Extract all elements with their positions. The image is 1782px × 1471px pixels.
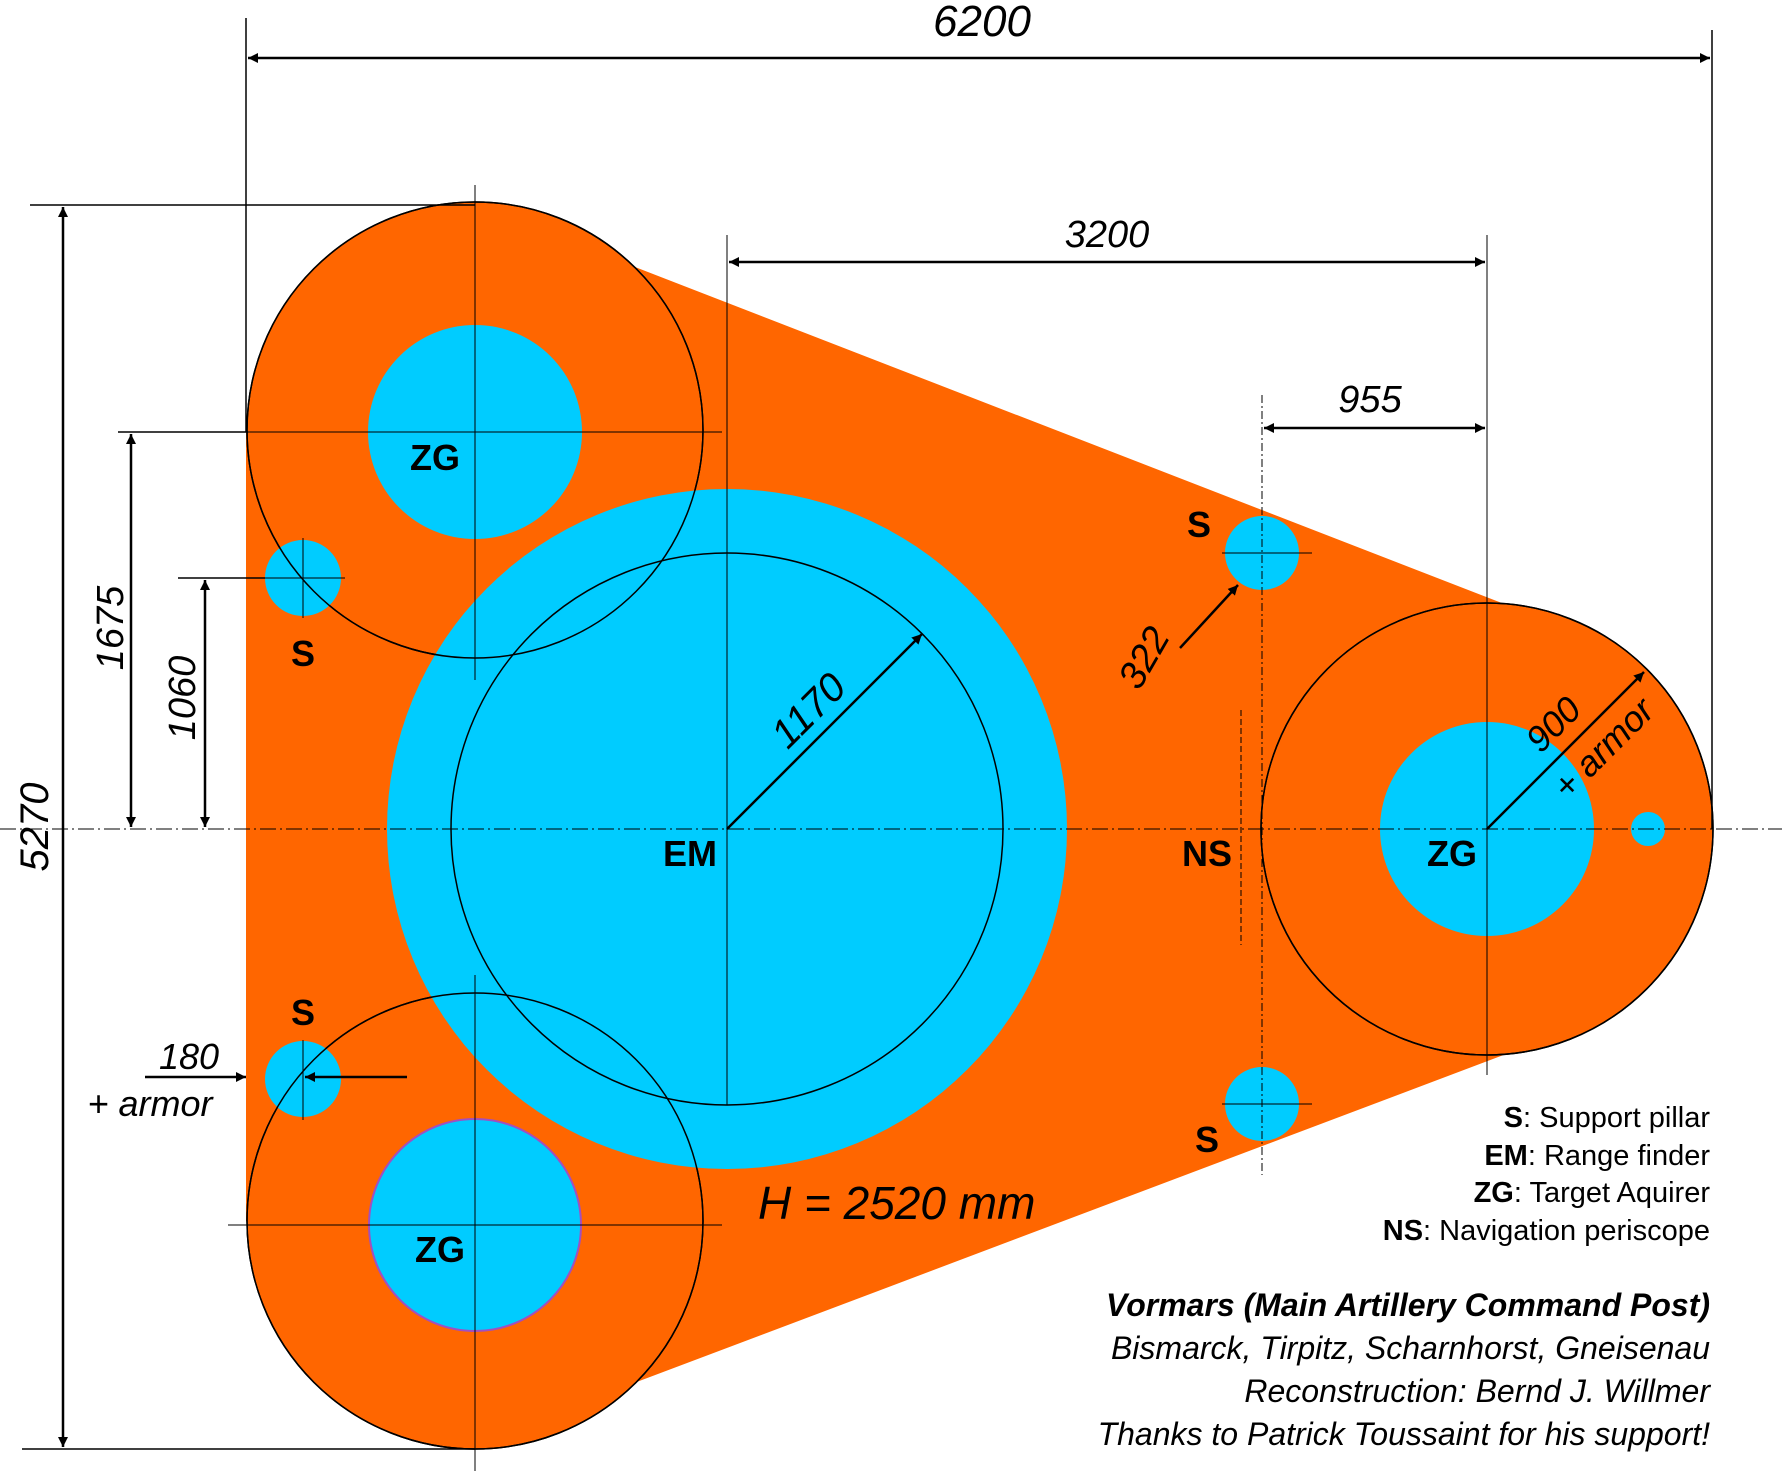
caption-ships: Bismarck, Tirpitz, Scharnhorst, Gneisena… bbox=[1111, 1330, 1710, 1366]
dim-5270-label: 5270 bbox=[13, 783, 57, 872]
dim-180-label-line2: + armor bbox=[87, 1083, 214, 1124]
caption-thanks: Thanks to Patrick Toussaint for his supp… bbox=[1098, 1416, 1711, 1452]
dim-180-label-line1: 180 bbox=[159, 1036, 219, 1077]
label-em: EM bbox=[663, 833, 717, 874]
label-s-right-bottom: S bbox=[1195, 1119, 1219, 1160]
dim-1060-label: 1060 bbox=[162, 656, 204, 741]
label-zg-right: ZG bbox=[1427, 833, 1477, 874]
caption-credit: Reconstruction: Bernd J. Willmer bbox=[1244, 1373, 1711, 1409]
centerlines bbox=[0, 185, 1782, 1471]
legend-item-ns: NS: Navigation periscope bbox=[1383, 1215, 1710, 1247]
legend-item-zg: ZG: Target Aquirer bbox=[1474, 1177, 1711, 1209]
dim-3200-label: 3200 bbox=[1065, 214, 1150, 256]
legend-item-em: EM: Range finder bbox=[1484, 1140, 1710, 1172]
legend-item-s: S: Support pillar bbox=[1504, 1102, 1711, 1134]
dim-1170-radius bbox=[726, 633, 923, 830]
dim-1675-label: 1675 bbox=[90, 585, 132, 670]
dim-6200-label: 6200 bbox=[933, 0, 1031, 46]
height-label: H = 2520 mm bbox=[758, 1177, 1035, 1229]
dimension-lines bbox=[58, 53, 1710, 1447]
extension-lines bbox=[22, 18, 1713, 1450]
caption-title: Vormars (Main Artillery Command Post) bbox=[1106, 1287, 1710, 1323]
dim-955-label: 955 bbox=[1338, 379, 1402, 421]
label-s-left-top: S bbox=[291, 633, 315, 674]
component-labels: ZG ZG ZG EM NS S S S S bbox=[291, 437, 1477, 1270]
caption: Vormars (Main Artillery Command Post) Bi… bbox=[1098, 1287, 1712, 1452]
label-s-left-bottom: S bbox=[291, 992, 315, 1033]
legend: S: Support pillar EM: Range finder ZG: T… bbox=[1383, 1102, 1711, 1247]
label-s-right-top: S bbox=[1187, 504, 1211, 545]
label-zg-top: ZG bbox=[410, 437, 460, 478]
label-zg-bottom: ZG bbox=[415, 1229, 465, 1270]
equipment bbox=[246, 201, 1714, 1450]
dim-900-radius bbox=[1486, 671, 1645, 830]
dim-322-leader bbox=[1179, 584, 1239, 649]
label-ns: NS bbox=[1182, 833, 1232, 874]
